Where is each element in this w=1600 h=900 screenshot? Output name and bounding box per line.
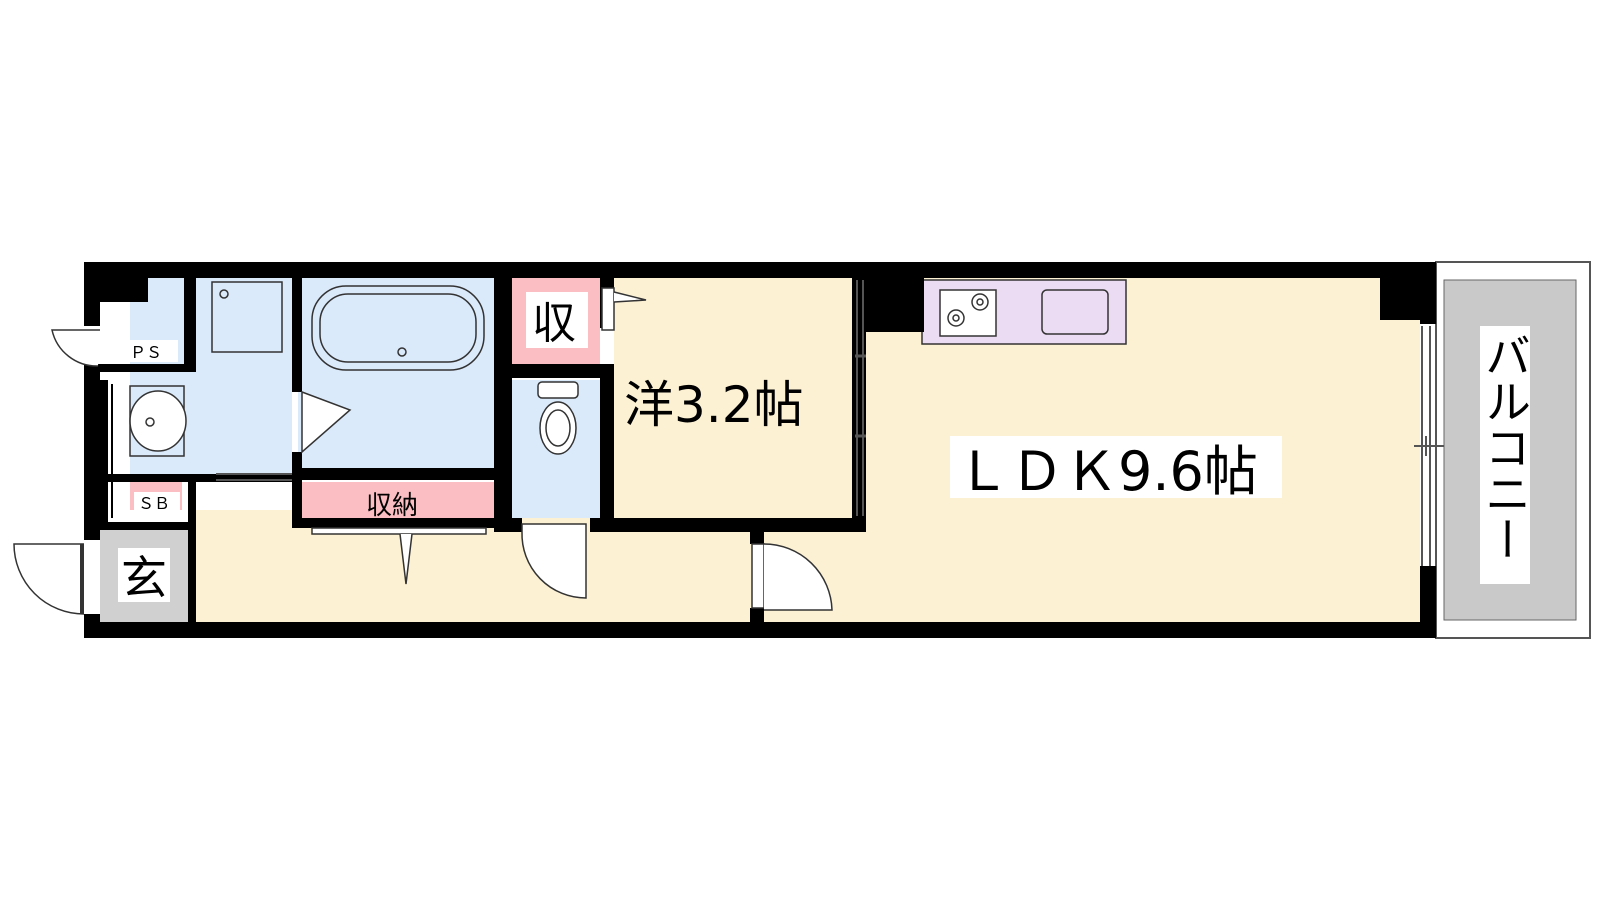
balcony-label: バルコニー — [1478, 332, 1532, 562]
wall-right-bottom — [1420, 566, 1436, 638]
walls — [84, 262, 1436, 638]
wall-entrance-top — [100, 522, 196, 530]
wall-ps-bottom — [100, 364, 196, 372]
shoe-box-label: ＳＢ — [138, 494, 170, 513]
wall-block-tl — [84, 262, 148, 302]
washroom-door — [301, 390, 352, 454]
ldk-door — [751, 543, 765, 609]
toilet-door — [521, 523, 587, 599]
wall-bath-right — [494, 262, 512, 524]
column-ldk — [866, 262, 924, 332]
western-room-floor — [614, 278, 852, 518]
washer-pan-icon — [211, 281, 283, 353]
wall-left-bottom — [84, 614, 100, 638]
bathtub-icon — [311, 285, 485, 371]
ldk-label: ＬＤＫ9.6帖 — [956, 440, 1258, 503]
western-room-label: 洋3.2帖 — [624, 376, 804, 434]
wall-wash-left — [100, 380, 108, 530]
thin-lines — [111, 280, 1444, 566]
pipe-space-label: ＰＳ — [130, 343, 162, 362]
storage-label: 収納 — [366, 491, 418, 521]
wall-ps-right — [184, 262, 196, 368]
doors — [13, 287, 833, 615]
wall-hall-ldk-bottom — [750, 608, 764, 638]
wall-wash-bath-low — [292, 452, 302, 524]
wall-left-mid — [84, 364, 100, 540]
wall-storage-bottom — [292, 518, 512, 528]
closet-door — [601, 287, 615, 331]
storage-door — [311, 527, 487, 535]
ps-door — [51, 329, 100, 367]
stove-icon — [939, 289, 997, 337]
wall-storage-small-bottom — [512, 364, 602, 378]
wall-hall-ldk-top — [750, 532, 764, 544]
entrance-label: 玄 — [121, 551, 167, 605]
wall-western-bottom — [600, 518, 866, 532]
wall-wash-bath — [292, 262, 302, 392]
storage-fill — [302, 482, 498, 518]
wall-top — [84, 262, 1436, 278]
wall-toilet-right-low — [600, 364, 614, 532]
wall-sb-top — [100, 474, 296, 482]
wall-bath-bottom — [292, 468, 512, 480]
column-tr — [1380, 262, 1436, 320]
storage-small-label: 収 — [532, 298, 576, 349]
toilet-icon — [537, 381, 579, 455]
labels: 洋3.2帖 ＬＤＫ9.6帖 バルコニー 玄 収 収納 ＰＳ ＳＢ — [118, 292, 1532, 605]
entrance-door — [13, 543, 85, 615]
wall-toilet-bottom-l — [494, 518, 522, 532]
wall-entrance-right — [188, 482, 196, 622]
fixtures — [129, 281, 1109, 457]
sink-icon — [1041, 289, 1109, 335]
